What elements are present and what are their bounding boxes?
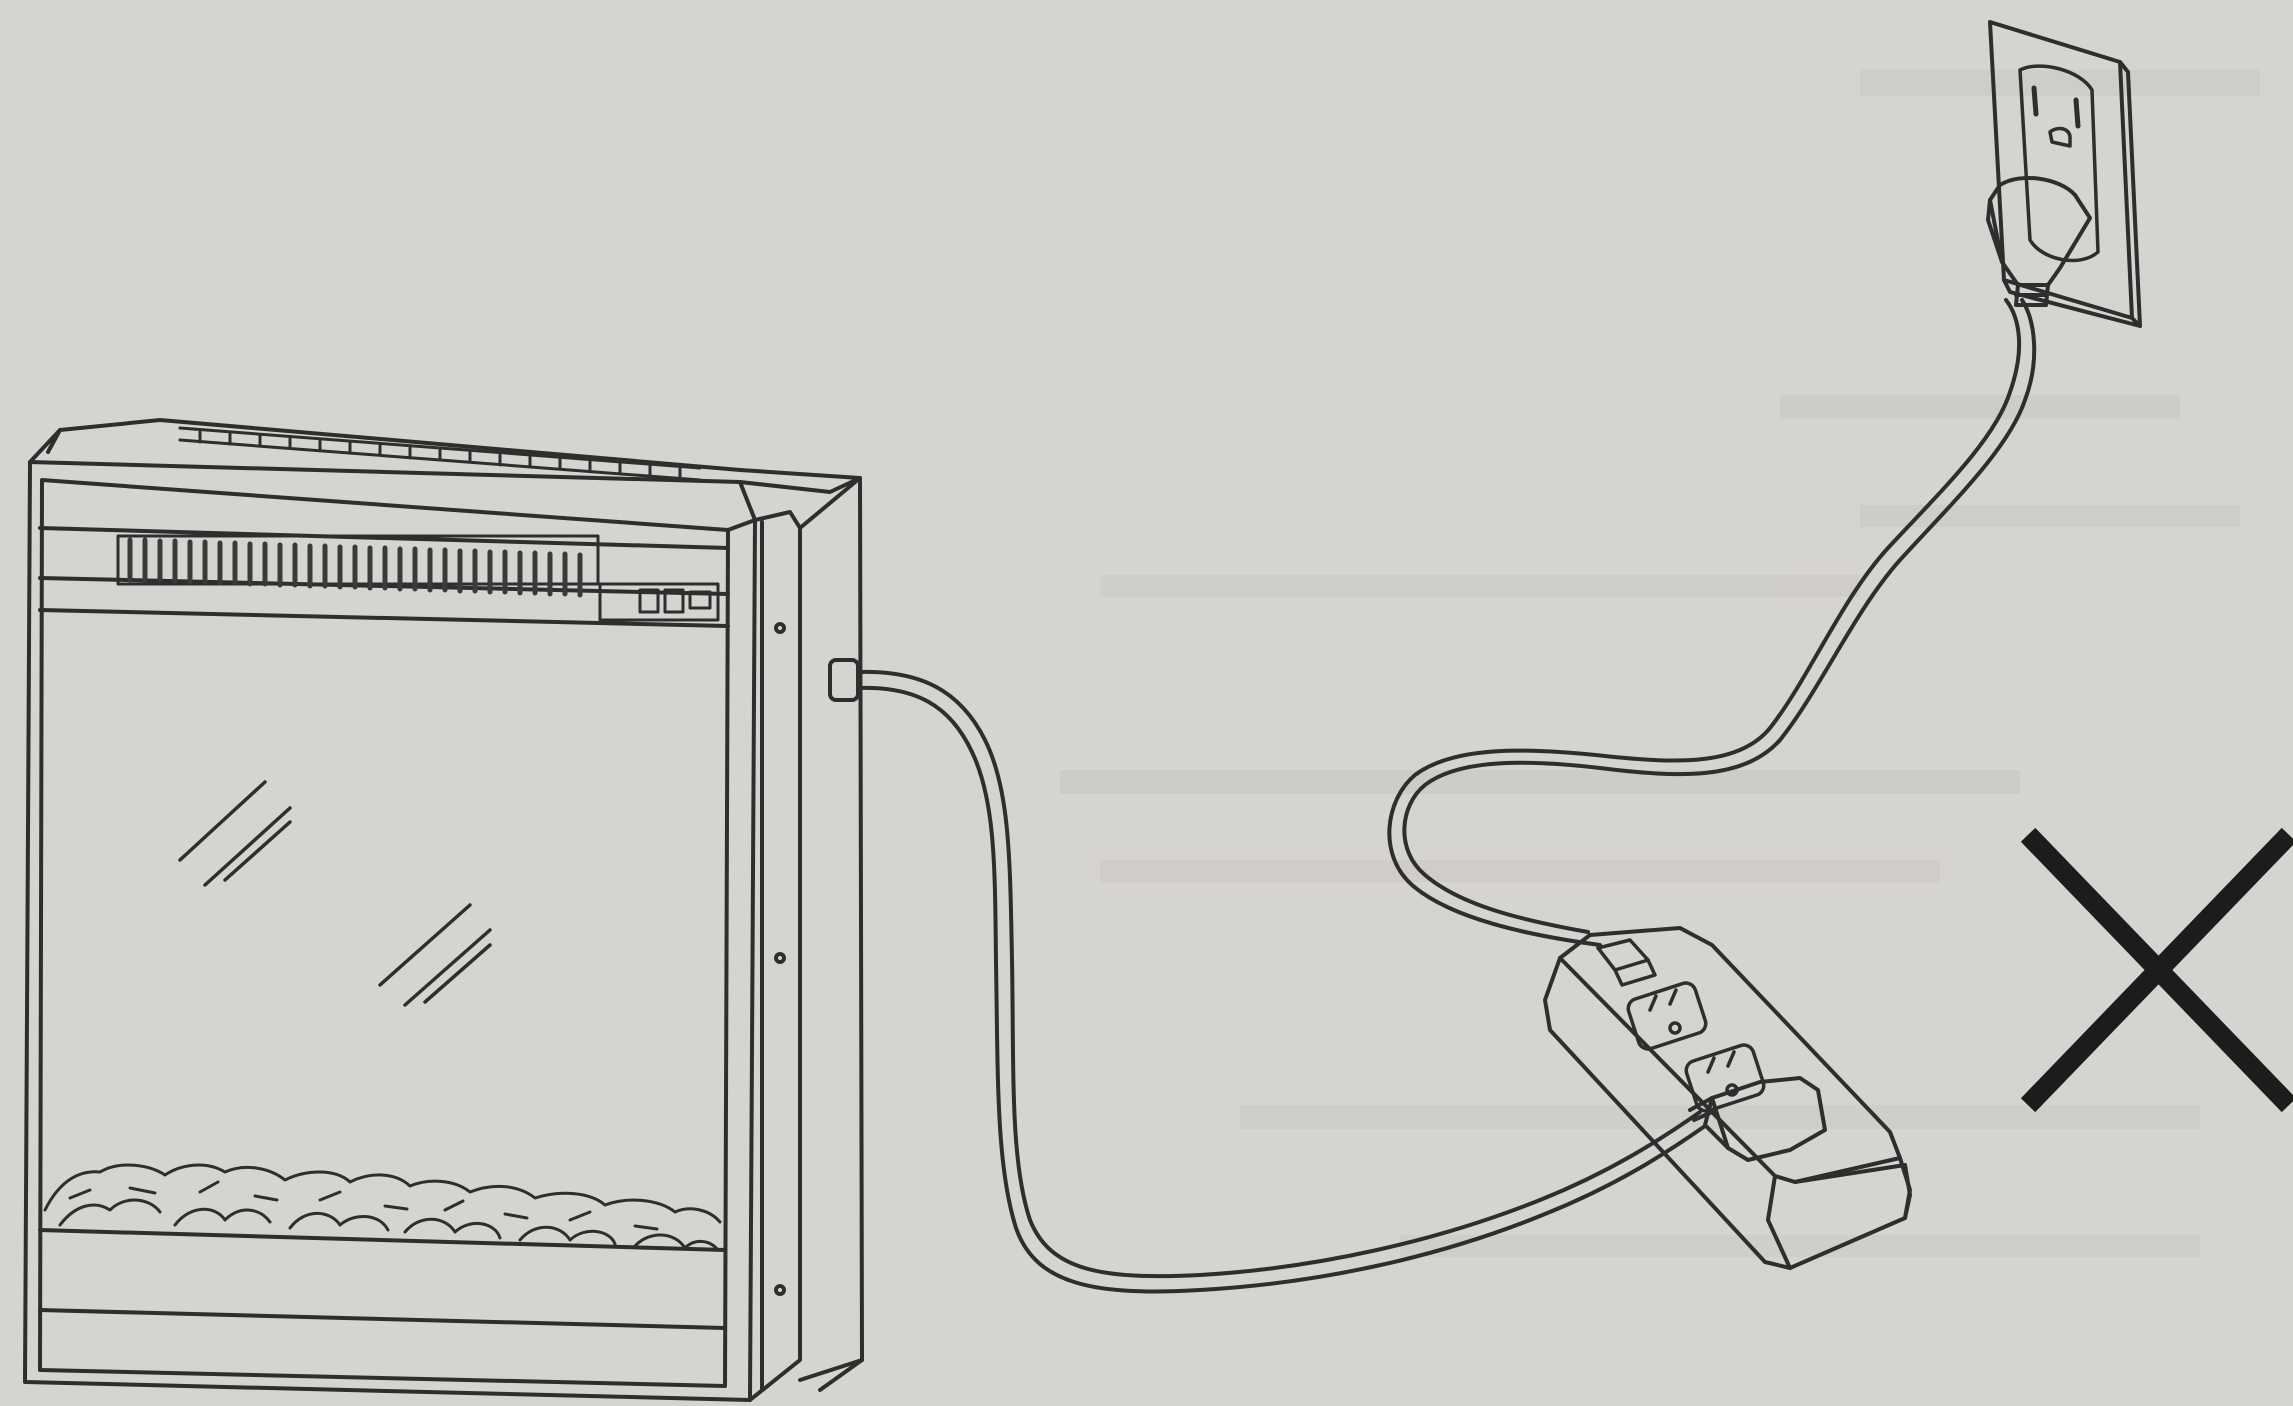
power-strip-icon <box>1545 928 1910 1268</box>
x-mark-icon <box>2035 842 2282 1098</box>
outlet-slot-2 <box>1684 1042 1767 1113</box>
outlet-icon <box>1988 22 2140 326</box>
glass-reflection <box>180 782 490 1005</box>
control-panel <box>600 584 718 620</box>
power-switch <box>1598 940 1655 985</box>
bleed-through-texture <box>1060 70 2260 1257</box>
ember-bed <box>45 1165 720 1250</box>
outlet-slot-1 <box>1626 980 1709 1051</box>
fireplace-icon <box>25 420 862 1400</box>
